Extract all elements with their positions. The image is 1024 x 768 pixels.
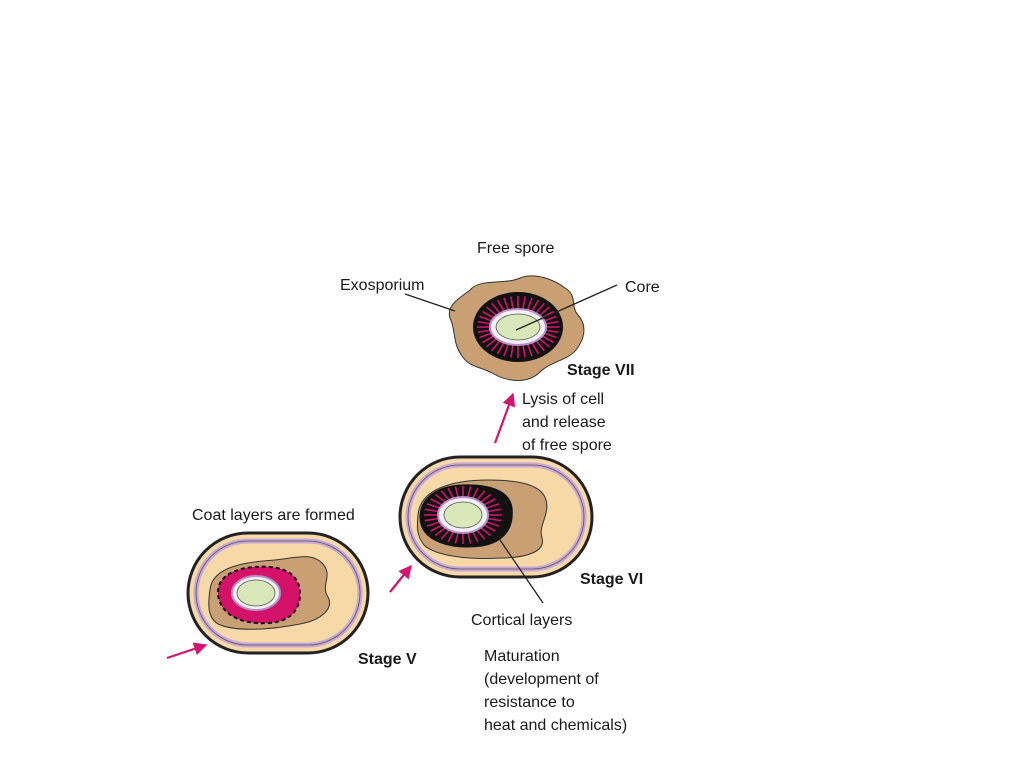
- arrow-stage-v-to-vi: [389, 564, 412, 593]
- label-lysis-line-3: of free spore: [522, 437, 612, 454]
- cortex-spike: [440, 529, 450, 540]
- cortex-spike: [479, 315, 492, 322]
- cortex-spike: [531, 299, 540, 312]
- label-maturation-line-3: resistance to: [484, 694, 575, 711]
- cortex-spike: [496, 342, 505, 355]
- stage-v-cell: [186, 531, 370, 655]
- cortex-spike: [535, 302, 545, 314]
- cortex-spike: [526, 297, 533, 311]
- label-stage-vii: Stage VII: [567, 362, 635, 379]
- cortex-spike: [482, 335, 495, 344]
- cortex-spike: [531, 342, 540, 355]
- cortex-spike: [471, 487, 479, 499]
- label-coat-layers: Coat layers are formed: [192, 507, 355, 524]
- cortex-spike: [510, 296, 514, 310]
- cortex-spike: [477, 329, 491, 334]
- label-maturation-line-2: (development of: [484, 671, 599, 688]
- cortex-spike: [454, 486, 459, 498]
- label-lysis-line-1: Lysis of cell: [522, 391, 604, 408]
- label-maturation-line-4: heat and chemicals): [484, 717, 627, 734]
- cortex-spike: [454, 532, 459, 544]
- stage-vii-cortical-spikes: [477, 296, 559, 358]
- stage-vii-free-spore: [448, 275, 585, 381]
- cortex-spike: [480, 527, 492, 537]
- cortex-spike: [486, 306, 498, 317]
- cortex-spike: [426, 503, 441, 509]
- cortex-spike: [482, 310, 495, 319]
- cortex-spike: [496, 299, 505, 312]
- cortex-spike: [434, 527, 446, 537]
- cortex-spike: [545, 329, 559, 334]
- cortex-spike: [483, 524, 496, 532]
- cortex-spike: [545, 320, 559, 325]
- cortex-spike: [485, 503, 500, 509]
- cortex-spike: [430, 524, 443, 532]
- arrow-stage-vi-to-vii: [493, 392, 516, 444]
- cortex-spike: [479, 332, 492, 339]
- cortex-spike: [526, 343, 533, 357]
- cortex-spike: [440, 490, 450, 501]
- label-maturation-line-1: Maturation: [484, 648, 560, 665]
- cortex-spike: [503, 297, 510, 311]
- cortex-spike: [424, 508, 439, 513]
- label-free-spore: Free spore: [477, 240, 554, 257]
- label-lysis-line-2: and release: [522, 414, 606, 431]
- cortex-spike: [426, 521, 441, 527]
- cortex-spike: [476, 529, 486, 540]
- cortex-spike: [467, 486, 472, 498]
- cortex-spike: [538, 337, 550, 348]
- cortex-spike: [447, 531, 455, 543]
- cortex-spike: [471, 531, 479, 543]
- cortex-spike: [467, 532, 472, 544]
- label-core: Core: [625, 279, 660, 296]
- cortex-spike: [491, 340, 501, 352]
- cortex-spike: [447, 487, 455, 499]
- arrow-into-stage-v: [166, 642, 208, 660]
- stage-vi-cortical-spikes: [424, 486, 502, 544]
- label-stage-v: Stage V: [358, 651, 417, 668]
- cortex-spike: [477, 320, 491, 325]
- cortex-spike: [476, 490, 486, 501]
- cortex-spike: [544, 315, 557, 322]
- cortex-spike: [544, 332, 557, 339]
- cortex-spike: [487, 517, 502, 522]
- exosporium-leader-line: [404, 293, 456, 312]
- cortex-spike: [486, 337, 498, 348]
- cortex-spike: [430, 498, 443, 506]
- label-stage-vi: Stage VI: [580, 571, 643, 588]
- label-cortical-layers: Cortical layers: [471, 612, 572, 629]
- core-leader-line: [515, 284, 618, 331]
- label-exosporium: Exosporium: [340, 277, 424, 294]
- cortex-spike: [510, 344, 514, 358]
- cortex-spike: [491, 302, 501, 314]
- cortex-spike: [434, 493, 446, 503]
- cortical-layers-leader-line: [499, 539, 544, 604]
- cortex-spike: [522, 296, 526, 310]
- cortex-spike: [480, 493, 492, 503]
- cortex-spike: [522, 344, 526, 358]
- cortex-spike: [503, 343, 510, 357]
- cortex-spike: [424, 517, 439, 522]
- cortex-spike: [485, 521, 500, 527]
- stage-vi-cell: [398, 455, 594, 579]
- cortex-spike: [538, 306, 550, 317]
- cortex-spike: [535, 340, 545, 352]
- cortex-spike: [483, 498, 496, 506]
- cortex-spike: [487, 508, 502, 513]
- cortex-spike: [541, 335, 554, 344]
